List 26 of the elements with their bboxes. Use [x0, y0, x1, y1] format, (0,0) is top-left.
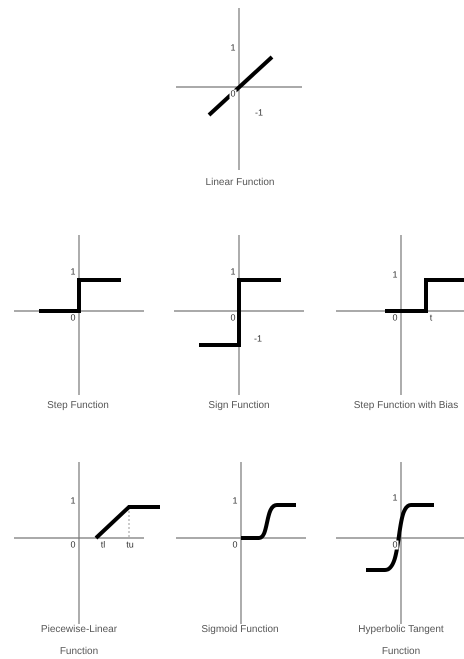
axis-value-label: 1	[70, 496, 76, 506]
axis-value-label: 0	[230, 90, 236, 98]
axis-value-label: t	[428, 314, 434, 322]
axis-value-label: 1	[70, 268, 76, 276]
function-caption: Hyperbolic Tangent Function	[357, 623, 445, 659]
function-caption: Piecewise-Linear Function	[40, 623, 118, 659]
axis-value-label: 1	[230, 268, 236, 276]
axis-value-label: 1	[392, 494, 398, 502]
axis-value-label: -1	[253, 334, 263, 344]
function-caption: Sign Function	[207, 399, 271, 413]
axis-value-label: tl	[100, 540, 106, 550]
axis-value-label: 0	[70, 540, 76, 550]
axis-value-label: 1	[230, 44, 236, 52]
axis-value-label: 1	[392, 270, 398, 280]
axis-value-label: tu	[125, 540, 135, 550]
axis-value-label: 0	[232, 540, 238, 550]
function-caption: Step Function	[46, 399, 110, 413]
axis-value-label: 0	[392, 314, 398, 322]
function-caption: Step Function with Bias	[352, 399, 460, 413]
axis-value-label: 0	[70, 314, 76, 322]
axis-value-label: 0	[392, 540, 398, 550]
function-caption: Linear Function	[204, 176, 276, 190]
axis-value-label: -1	[254, 108, 264, 118]
axis-value-label: 1	[232, 496, 238, 506]
function-caption: Sigmoid Function	[200, 623, 280, 637]
axis-value-label: 0	[230, 314, 236, 322]
